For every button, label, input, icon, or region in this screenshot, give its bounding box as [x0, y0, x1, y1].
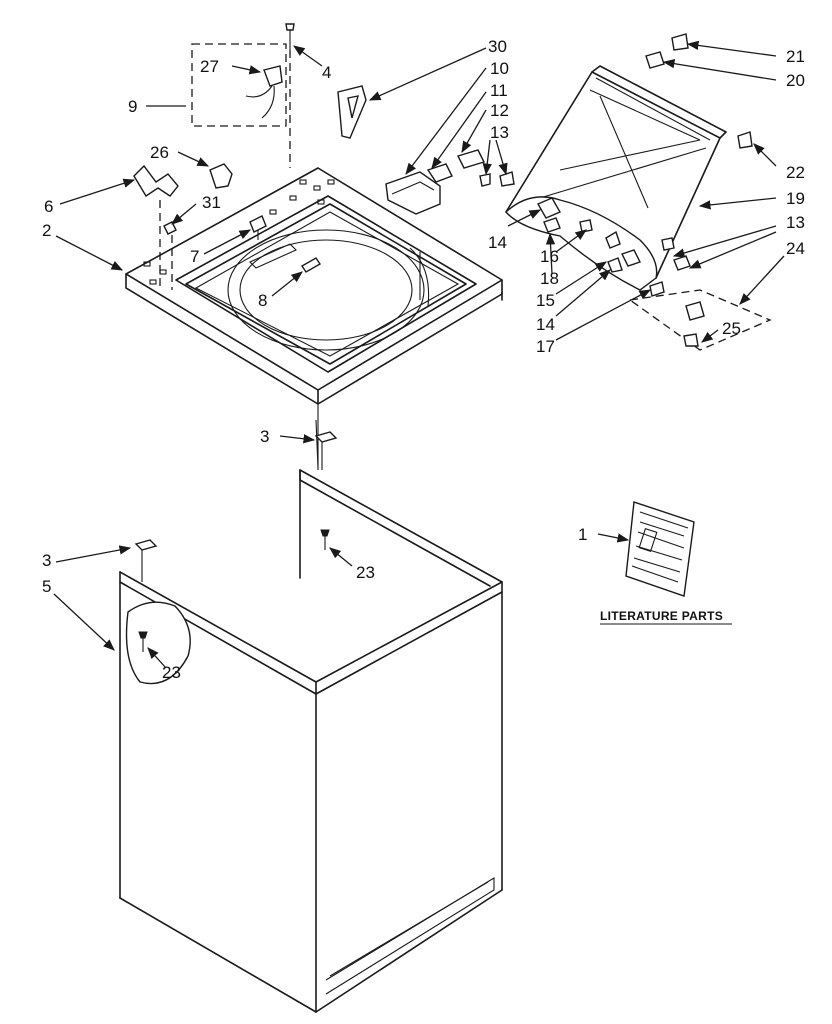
callout-13-right: 13	[786, 213, 805, 232]
callout-8: 8	[258, 291, 267, 310]
callout-10: 10	[490, 59, 509, 78]
callout-2: 2	[42, 221, 51, 240]
callout-22: 22	[786, 163, 805, 182]
callout-27: 27	[200, 57, 219, 76]
callout-25: 25	[722, 319, 741, 338]
washer-cabinet	[119, 291, 503, 1013]
callout-14-lower: 14	[536, 315, 555, 334]
washer-top	[125, 167, 503, 405]
literature-sheet	[625, 501, 695, 597]
callout-3-top: 3	[260, 427, 269, 446]
callout-5: 5	[42, 577, 51, 596]
leader-lines	[53, 40, 785, 669]
callout-7: 7	[190, 247, 199, 266]
callout-19: 19	[786, 189, 805, 208]
callout-16: 16	[540, 247, 559, 266]
callout-23-left: 23	[162, 663, 181, 682]
callout-12: 12	[490, 101, 509, 120]
callout-15: 15	[536, 291, 555, 310]
callout-9: 9	[128, 97, 137, 116]
callout-11: 11	[490, 81, 508, 100]
callout-labels: 1 2 3 3 4 5 6 7 8 9 10 11 12 13 13 14 14…	[42, 37, 805, 682]
parts-bag-outline	[191, 43, 287, 127]
washer-lid	[505, 33, 772, 351]
callout-24: 24	[786, 239, 805, 258]
callout-21: 21	[786, 47, 805, 66]
callout-18: 18	[540, 269, 559, 288]
callout-26: 26	[150, 143, 169, 162]
callout-17: 17	[536, 337, 555, 356]
callout-6: 6	[44, 197, 53, 216]
callout-20: 20	[786, 71, 805, 90]
callout-31: 31	[202, 193, 221, 212]
callout-1: 1	[578, 525, 587, 544]
callout-13-upper: 13	[490, 123, 509, 142]
callout-4: 4	[322, 63, 331, 82]
callout-30: 30	[488, 37, 507, 56]
callout-14-upper: 14	[488, 233, 507, 252]
literature-parts-title: LITERATURE PARTS	[600, 609, 723, 623]
callout-23-right: 23	[356, 563, 375, 582]
hardware-parts	[133, 23, 515, 652]
callout-3-left: 3	[42, 551, 51, 570]
